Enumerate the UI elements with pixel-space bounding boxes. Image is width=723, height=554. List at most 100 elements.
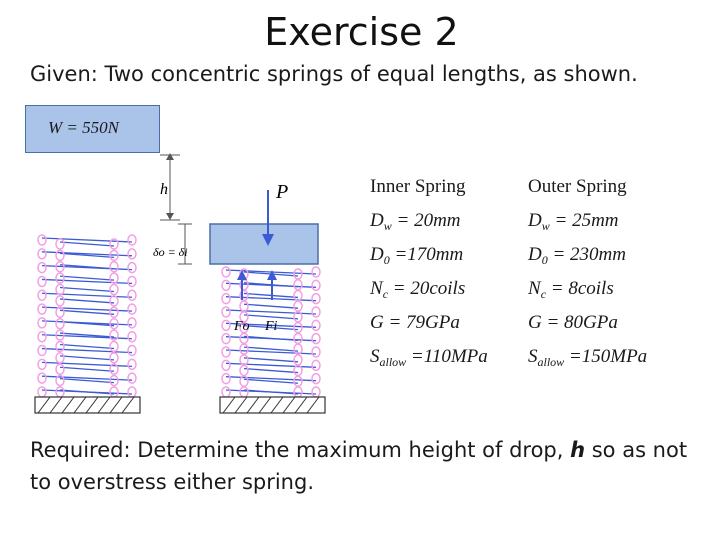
coil-end — [127, 303, 137, 315]
coil-line — [243, 335, 299, 342]
coil-end — [293, 268, 303, 280]
coil-end — [109, 249, 119, 262]
coil-end — [127, 372, 137, 384]
outer-dw: Dw = 25mm — [528, 210, 619, 233]
inner-do: D0 =170mm — [370, 244, 464, 267]
coil-line — [225, 309, 317, 315]
coil-line — [243, 303, 299, 309]
coil-end — [311, 292, 321, 305]
coil-line — [59, 355, 115, 361]
coil-end — [239, 364, 249, 377]
inner-dw: Dw = 20mm — [370, 210, 461, 233]
coil-end — [109, 374, 119, 387]
coil-line — [59, 377, 115, 384]
loaded-springs: P Fo Fi — [209, 181, 326, 414]
inner-spring-column: Inner Spring Dw = 20mm D0 =170mm Nc = 20… — [370, 170, 488, 374]
coil-end — [239, 332, 249, 345]
coil-line — [243, 357, 299, 363]
spring-drawing: h δo = δi P Fo — [34, 153, 326, 414]
inner-g: G = 79GPa — [370, 312, 460, 333]
coil-end — [293, 386, 303, 398]
coil-end — [55, 386, 65, 398]
coil-end — [311, 279, 321, 292]
coil-line — [41, 361, 133, 368]
coil-end — [239, 354, 249, 366]
coil-end — [311, 332, 321, 345]
load-label: P — [275, 181, 288, 203]
coil-end — [293, 375, 303, 388]
outer-g: G = 80GPa — [528, 312, 618, 333]
coil-end — [311, 266, 321, 278]
coil-line — [59, 275, 115, 281]
coil-end — [311, 386, 321, 398]
coil-end — [37, 358, 47, 371]
spring-diagram: W = 550N h δo = δi — [20, 100, 340, 420]
inner-s: Sallow =110MPa — [370, 346, 488, 369]
coil-line — [41, 306, 133, 312]
coil-end — [109, 283, 119, 296]
coil-end — [55, 317, 65, 330]
coil-line — [59, 366, 115, 372]
height-label: h — [160, 181, 168, 198]
coil-line — [59, 332, 115, 338]
coil-end — [221, 292, 231, 305]
coil-line — [41, 237, 133, 243]
coil-end — [109, 317, 119, 330]
coil-end — [311, 359, 321, 372]
left-base — [34, 396, 141, 414]
coil-end — [221, 279, 231, 292]
coil-end — [127, 261, 137, 274]
coil-end — [221, 319, 231, 332]
coil-end — [293, 278, 303, 291]
coil-end — [37, 344, 47, 357]
coil-line — [59, 286, 115, 293]
coil-end — [55, 363, 65, 375]
coil-end — [293, 289, 303, 302]
coil-end — [239, 386, 249, 398]
coil-line — [243, 324, 299, 331]
coil-line — [41, 278, 133, 285]
coil-line — [59, 252, 115, 259]
inner-nc: Nc = 20coils — [370, 278, 466, 301]
coil-end — [55, 272, 65, 284]
outer-force-label: Fo — [233, 319, 250, 334]
coil-line — [59, 241, 115, 247]
coil-line — [59, 298, 115, 304]
coil-end — [239, 343, 249, 355]
coil-line — [59, 309, 115, 315]
coil-end — [55, 249, 65, 262]
outer-do: D0 = 230mm — [528, 244, 626, 267]
outer-header: Outer Spring — [528, 176, 627, 197]
coil-end — [221, 346, 231, 358]
coil-end — [221, 306, 231, 318]
coil-end — [55, 340, 65, 353]
right-base — [219, 396, 326, 414]
weight-label: W = 550N — [48, 118, 119, 137]
coil-end — [127, 317, 137, 329]
coil-line — [41, 292, 133, 298]
outer-s: Sallow =150MPa — [528, 346, 648, 369]
coil-end — [293, 354, 303, 366]
coil-end — [221, 359, 231, 372]
coil-end — [37, 275, 47, 288]
coil-end — [37, 289, 47, 302]
coil-end — [311, 319, 321, 332]
coil-end — [37, 248, 47, 260]
coil-line — [243, 389, 299, 395]
height-arrow-top — [166, 153, 174, 160]
coil-end — [127, 330, 137, 343]
coil-line — [243, 346, 299, 352]
coil-end — [55, 306, 65, 319]
coil-end — [109, 261, 119, 273]
coil-end — [37, 330, 47, 343]
coil-end — [127, 248, 137, 260]
coil-end — [127, 234, 137, 246]
coil-line — [59, 321, 115, 327]
coil-end — [127, 344, 137, 357]
coil-end — [293, 332, 303, 345]
coil-end — [55, 329, 65, 341]
coil-end — [55, 261, 65, 273]
coil-end — [221, 372, 231, 385]
given-statement: Given: Two concentric springs of equal l… — [30, 62, 638, 86]
coil-end — [109, 363, 119, 375]
